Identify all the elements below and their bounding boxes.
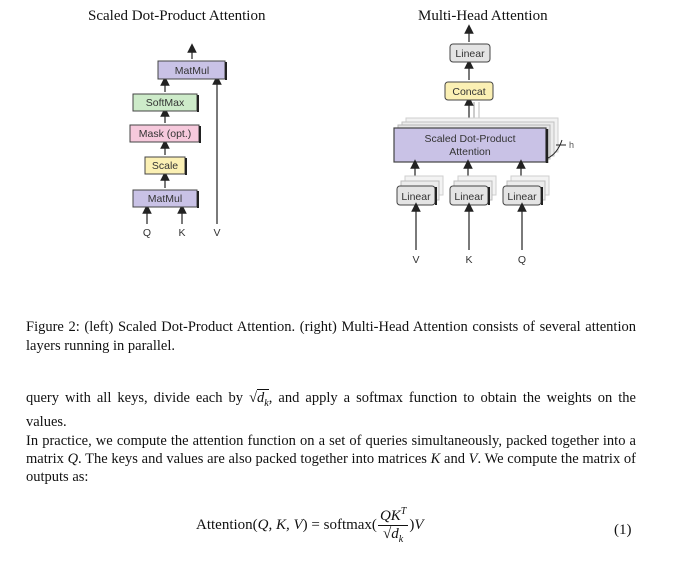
right-input-k: K (465, 254, 472, 266)
sdpa-label-line2: Attention (449, 146, 491, 158)
dk-subscript: k (264, 397, 269, 409)
mask-label: Mask (opt.) (139, 128, 192, 140)
para2-text-4: . We compute the matrix of outputs as: (26, 451, 636, 485)
para1-text-after: , and apply a softmax function to obtain… (26, 390, 636, 430)
para2-text-3: and (440, 451, 469, 467)
scaled-dot-product-diagram: MatMul SoftMax Mask (opt.) Scale MatMul … (129, 43, 227, 239)
eq-fraction: QKT√dk (377, 506, 409, 545)
eq-args: Q, K, V (257, 516, 303, 533)
scale-label: Scale (152, 160, 178, 172)
eq-numerator: QKT (377, 506, 409, 526)
paragraph-softmax: query with all keys, divide each by √dk,… (26, 389, 636, 431)
concat-label: Concat (452, 86, 485, 98)
para2-text-2: . The keys and values are also packed to… (78, 451, 431, 467)
softmax-label: SoftMax (146, 97, 185, 109)
dk-var: dk (257, 389, 269, 409)
paragraph-practice: In practice, we compute the attention fu… (26, 432, 636, 486)
left-input-v: V (213, 227, 220, 239)
matmul-top-label: MatMul (175, 65, 209, 77)
eq-attention: Attention( (196, 516, 258, 533)
left-input-k: K (178, 227, 185, 239)
h-label: h (569, 140, 574, 150)
left-figure-title: Scaled Dot-Product Attention (88, 8, 266, 24)
matrix-v: V (468, 451, 478, 467)
figure-caption: Figure 2: (left) Scaled Dot-Product Atte… (26, 319, 636, 354)
right-input-v: V (412, 254, 419, 266)
matmul-bottom-label: MatMul (148, 193, 182, 205)
linear-v-label: Linear (401, 191, 431, 203)
matrix-q: Q (67, 451, 79, 467)
sqrt-symbol: √ (249, 390, 258, 406)
eq-v: V (414, 516, 424, 533)
linear-q-label: Linear (507, 191, 537, 203)
linear-k-label: Linear (454, 191, 484, 203)
right-input-q: Q (518, 254, 526, 266)
figure-diagram: MatMul SoftMax Mask (opt.) Scale MatMul … (129, 24, 574, 266)
sdpa-label-line1: Scaled Dot-Product (424, 133, 515, 145)
multi-head-diagram: Linear Concat Scaled Dot-Product Attenti… (393, 24, 574, 266)
sqrt-dk: √dk (249, 389, 269, 409)
sdpa-box (393, 127, 547, 163)
equation-number: (1) (614, 522, 632, 538)
matrix-k: K (430, 451, 441, 467)
attention-equation: Attention(Q, K, V) = softmax(QKT√dk)V (196, 506, 424, 554)
concat-box (444, 81, 494, 101)
para1-text-before: query with all keys, divide each by (26, 390, 250, 406)
eq-transpose: T (400, 506, 407, 517)
dk-letter: d (257, 390, 265, 406)
right-figure-title: Multi-Head Attention (418, 8, 548, 24)
left-input-q: Q (143, 227, 151, 239)
eq-sqrt-d: √d (383, 526, 399, 542)
eq-close-paren: ) (409, 516, 415, 533)
para2-text-1: In practice, we compute the attention fu… (26, 433, 636, 467)
eq-qk: QK (379, 508, 401, 524)
linear-top-label: Linear (455, 48, 485, 60)
eq-denominator: √dk (378, 526, 408, 545)
eq-softmax: ) = softmax( (302, 516, 377, 533)
eq-k-sub: k (398, 534, 404, 545)
linear-top-box (449, 43, 491, 63)
